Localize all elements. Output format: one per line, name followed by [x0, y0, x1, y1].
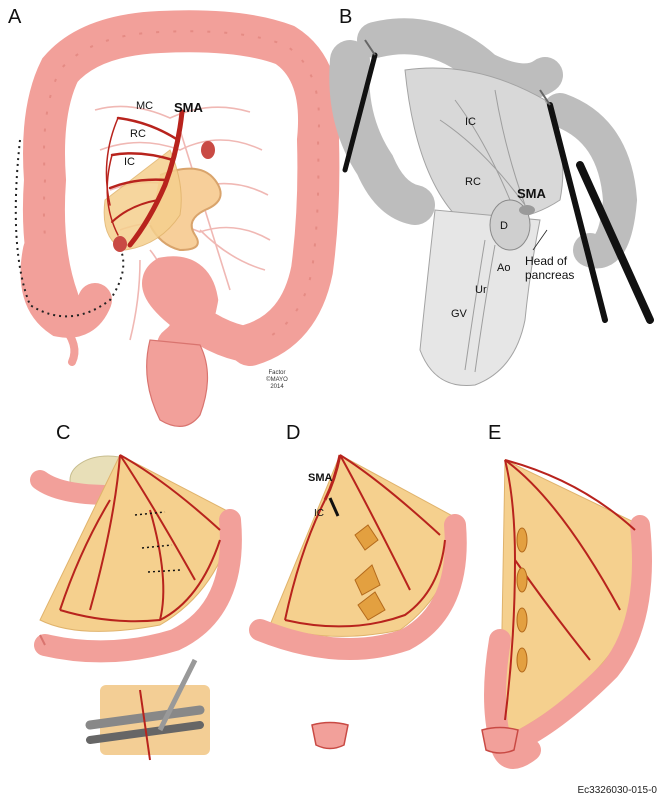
- bowel-end-detail: [311, 721, 349, 750]
- label-d: D: [500, 220, 508, 232]
- panel-e: E: [460, 422, 663, 800]
- panel-c-letter: C: [56, 422, 71, 444]
- label-mc: MC: [136, 100, 154, 112]
- label-ic-b: IC: [465, 116, 476, 128]
- credit-line-3: 2014: [270, 384, 284, 390]
- panel-b-illustration: [329, 18, 654, 387]
- label-ic-d: IC: [314, 508, 324, 519]
- panel-c-illustration: [30, 454, 242, 761]
- appendix: [58, 321, 79, 366]
- label-head-of: Head of: [525, 254, 568, 268]
- label-ao: Ao: [497, 262, 511, 274]
- panel-b-letter: B: [339, 6, 353, 28]
- panel-c: C: [0, 422, 242, 800]
- label-ur: Ur: [475, 284, 487, 296]
- credit-line-1: Factor: [268, 370, 286, 376]
- rectum: [146, 339, 209, 427]
- panel-e-illustration: [481, 459, 652, 769]
- cut-end-upper: [201, 141, 215, 159]
- cut-end-lower: [113, 236, 127, 252]
- label-sma-d: SMA: [308, 472, 333, 484]
- figure-id: Ec3326030-015-0: [577, 785, 657, 796]
- colon-frame: [22, 10, 340, 366]
- label-sma-b: SMA: [517, 186, 546, 201]
- label-sma: SMA: [174, 100, 203, 115]
- windows-e: [516, 527, 528, 673]
- panel-d: D SMA IC: [240, 422, 467, 800]
- panel-a-illustration: [14, 10, 340, 427]
- label-gv: GV: [451, 308, 467, 320]
- laparoscopic-instruments: [342, 39, 654, 324]
- panel-d-illustration: [249, 454, 467, 750]
- mesenteric-windows: [354, 524, 386, 621]
- vessels-d: [284, 454, 446, 628]
- credit-line-2: ©MAYO: [266, 377, 288, 383]
- mesentery-fan: [103, 149, 182, 251]
- label-rc-b: RC: [465, 176, 481, 188]
- bowel-loop-e: [510, 515, 652, 750]
- resection-line: [14, 139, 125, 318]
- sma-stump: [519, 205, 535, 215]
- retroperitoneum: [419, 209, 541, 387]
- bowel-end-e: [481, 726, 519, 754]
- ic-clip: [328, 497, 340, 517]
- grey-mesentery: [404, 67, 564, 221]
- panel-d-letter: D: [286, 422, 301, 444]
- label-ic: IC: [124, 156, 135, 168]
- division-lines: [134, 511, 181, 573]
- label-pancreas: pancreas: [525, 268, 575, 282]
- panel-e-letter: E: [488, 422, 502, 444]
- cecum: [20, 233, 112, 338]
- bowel-loop-d: [249, 514, 467, 660]
- stapler-detail: [85, 658, 210, 761]
- sma-artery-tree: [105, 109, 185, 248]
- panel-a-letter: A: [8, 6, 22, 28]
- panel-b: B IC RC SMA D Ao Head: [329, 0, 663, 440]
- label-rc: RC: [130, 128, 146, 140]
- bowel-loop-c: [34, 509, 242, 663]
- mayo-credit: Factor ©MAYO 2014: [262, 370, 292, 391]
- vessels-c: [59, 454, 221, 623]
- grey-colon: [329, 40, 435, 225]
- sigmoid: [142, 256, 268, 363]
- grey-vessels: [439, 89, 526, 373]
- duodenum-grey: [489, 199, 531, 251]
- panel-a: A: [0, 0, 340, 440]
